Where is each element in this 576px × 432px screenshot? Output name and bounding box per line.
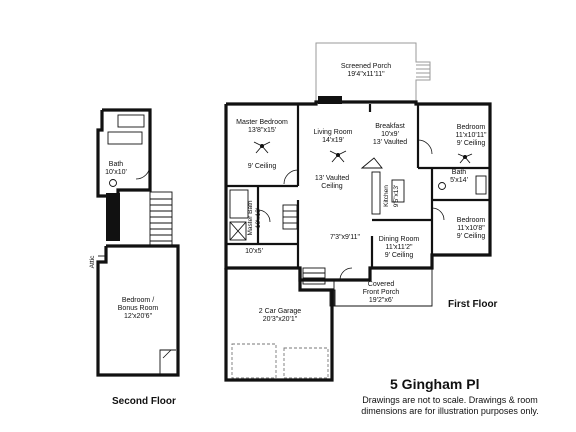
fireplace-icon [318,96,342,104]
second-floor-plan [96,108,180,377]
disclaimer-line-2: dimensions are for illustration purposes… [361,406,539,416]
garage-door-right [283,347,329,379]
bedroom-1-dims: 11'x10'11" [456,132,487,139]
garage-walls [224,268,334,382]
dining-room-label: Dining Room [379,236,420,243]
living-room-dims: 14'x19' [322,137,344,144]
breakfast-dims: 10'x9' [381,131,399,138]
ceiling-fan-icon [457,153,473,164]
upstairs-bath-label: Bath [109,161,124,168]
bath-dims: 5'x14' [450,177,468,184]
kitchen-island [391,179,405,203]
closet-dims: 10'x5' [245,248,263,255]
covered-porch-dims: 19'2"x6' [369,297,393,304]
door-swing [283,169,299,185]
interior-walls [226,104,490,268]
bedroom-1-label: Bedroom [457,124,486,131]
ceiling-fan-icon [329,150,347,163]
covered-porch-label-2: Front Porch [363,289,400,296]
door-swing [431,207,445,221]
room-labels: Screened Porch 19'4"x11'11" Master Bedro… [89,63,487,323]
master-bedroom-label: Master Bedroom [236,119,288,126]
front-steps [302,267,326,285]
bedroom-2-label: Bedroom [457,217,486,224]
ceiling-fan-icon [253,141,271,154]
stairwell-void [106,193,120,241]
disclaimer-line-1: Drawings are not to scale. Drawings & ro… [362,395,538,405]
master-bath-label: Master Bath [247,200,254,235]
kitchen-dims: 9'5"x13' [393,185,400,208]
door-swing [257,209,271,223]
second-floor-label: Second Floor [112,396,176,407]
screened-porch-label: Screened Porch [341,63,391,70]
bonus-room-walls [96,244,180,377]
master-tub-icon [229,189,249,219]
bonus-room-dims: 12'x20'6" [124,313,153,320]
living-room-ceiling: 13' Vaulted [315,175,349,182]
kitchen-peninsula [360,157,383,169]
bath-door-swing [135,164,151,180]
first-floor-plan [224,42,492,382]
garage-label: 2 Car Garage [259,308,302,315]
door-swing [417,139,433,155]
upstairs-bath-dims: 10'x10' [105,169,127,176]
living-room-label: Living Room [314,129,353,136]
bonus-closet [159,349,176,375]
breakfast-label: Breakfast [375,123,405,130]
bedroom-2-ceiling: 9' Ceiling [457,233,486,240]
breakfast-ceiling: 13' Vaulted [373,139,407,146]
covered-porch-label: Covered [368,281,395,288]
bedroom-2-dims: 11'x10'8" [457,225,485,232]
toilet-icon [438,182,446,190]
bath-label: Bath [452,169,467,176]
closet-door [162,349,172,359]
upstairs-bath-walls [96,108,152,198]
bonus-room-label: Bedroom / [122,297,154,304]
screened-porch-outline [315,42,431,102]
door-swing [339,267,353,281]
foyer-dims: 7'3"x9'11" [330,234,361,241]
master-bedroom-ceiling: 9' Ceiling [248,163,277,170]
master-bedroom-dims: 13'8"x15' [248,127,276,134]
bathtub-icon [107,131,143,145]
garage-door-left [231,343,277,379]
master-bath-dims: 10'x12' [255,208,262,228]
dining-room-dims: 11'x11'2" [385,244,413,251]
garage-dims: 20'3"x20'1" [263,316,298,323]
dining-room-ceiling: 9' Ceiling [385,252,414,259]
address-title: 5 Gingham Pl [390,376,480,392]
attic-label: Attic [89,255,96,268]
kitchen-counter [371,171,381,215]
bonus-room-label-2: Bonus Room [118,305,159,312]
shower-icon [229,221,247,241]
screened-porch-dims: 19'4"x11'11" [347,71,385,78]
first-floor-label: First Floor [448,299,498,310]
kitchen-label: Kitchen [383,185,390,207]
vanity-icon [117,114,145,128]
bedroom-1-ceiling: 9' Ceiling [457,140,486,147]
toilet-icon [109,179,117,187]
covered-porch-outline [333,268,433,307]
living-room-ceiling-2: Ceiling [321,183,343,190]
stair-treads [150,198,172,242]
stairs-icon [149,191,173,247]
sink-icon [475,175,487,195]
